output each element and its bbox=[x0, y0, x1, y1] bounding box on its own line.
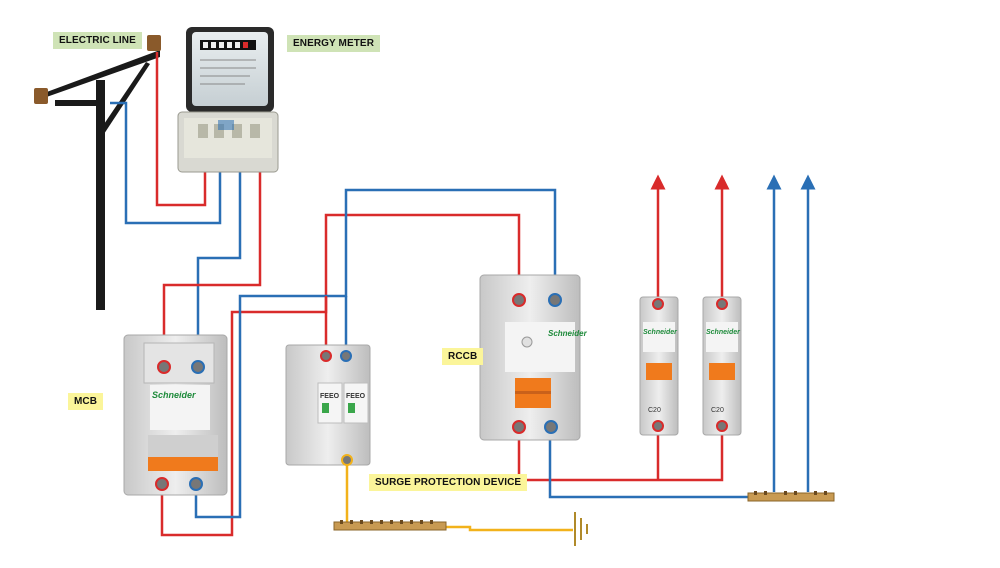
rccb-brand-label: Schneider bbox=[548, 329, 588, 338]
ground-symbol-icon bbox=[574, 512, 588, 546]
energy-meter-label: ENERGY METER bbox=[287, 35, 381, 52]
spd-status-indicator-1 bbox=[322, 403, 329, 413]
wire-live-mcb-to-rccb bbox=[160, 213, 521, 537]
pole-insulator-right bbox=[147, 35, 161, 51]
rccb-terminal-neutral-out bbox=[544, 420, 558, 434]
breaker-2-toggle-handle bbox=[709, 363, 735, 380]
spd-brand-label-1: FEEO bbox=[320, 393, 340, 400]
branch-breaker-2: Schneider C20 bbox=[702, 296, 742, 436]
electric-pole bbox=[34, 35, 161, 310]
breaker-1-terminal-out bbox=[652, 420, 664, 432]
spd-terminal-neutral bbox=[340, 350, 352, 362]
wire-live-meter-to-mcb bbox=[162, 168, 262, 362]
distribution-wires bbox=[160, 188, 557, 537]
rccb-label: RCCB bbox=[442, 348, 484, 365]
neutral-busbar bbox=[747, 491, 835, 502]
mcb-toggle-handle bbox=[148, 457, 218, 471]
mcb-terminal-neutral-out bbox=[189, 477, 203, 491]
rccb-test-button bbox=[521, 336, 533, 348]
earth-busbar bbox=[333, 520, 447, 531]
breaker-2-rating: C20 bbox=[711, 407, 724, 414]
spd-terminal-earth bbox=[341, 454, 353, 466]
mcb-terminal-live-out bbox=[155, 477, 169, 491]
breaker-1-terminal-in bbox=[652, 298, 664, 310]
branch-breaker-1: Schneider C20 bbox=[639, 296, 679, 436]
mcb-terminal-neutral-in bbox=[191, 360, 205, 374]
wire-earth-to-ground bbox=[440, 525, 573, 532]
breaker-2-terminal-in bbox=[716, 298, 728, 310]
rccb-terminal-live-in bbox=[512, 293, 526, 307]
electric-line-label: ELECTRIC LINE bbox=[53, 32, 142, 49]
breaker-2-brand-label: Schneider bbox=[706, 329, 741, 336]
mcb-label: MCB bbox=[68, 393, 104, 410]
surge-protection-device: FEEO FEEO bbox=[285, 344, 371, 466]
wire-live-pole-to-meter bbox=[155, 52, 207, 207]
mcb-device: Schneider bbox=[123, 334, 228, 496]
spd-brand-label-2: FEEO bbox=[346, 393, 366, 400]
energy-meter bbox=[177, 27, 279, 173]
mcb-terminal-live-in bbox=[157, 360, 171, 374]
breaker-1-toggle-handle bbox=[646, 363, 672, 380]
meter-feed-wires bbox=[110, 52, 262, 362]
rccb-device: Schneider bbox=[479, 274, 588, 441]
wire-neutral-pole-to-meter bbox=[110, 101, 222, 225]
wire-neutral-rccb-to-busbar bbox=[548, 430, 752, 499]
earth-wiring bbox=[345, 460, 588, 546]
rccb-terminal-neutral-in bbox=[548, 293, 562, 307]
spd-terminal-live bbox=[320, 350, 332, 362]
pole-insulator-left bbox=[34, 88, 48, 104]
breaker-2-terminal-out bbox=[716, 420, 728, 432]
breaker-1-rating: C20 bbox=[648, 407, 661, 414]
wire-live-rccb-to-breakers bbox=[517, 428, 724, 482]
surge-protection-device-label: SURGE PROTECTION DEVICE bbox=[369, 474, 528, 491]
rccb-terminal-live-out bbox=[512, 420, 526, 434]
spd-status-indicator-2 bbox=[348, 403, 355, 413]
wire-neutral-meter-to-mcb bbox=[196, 168, 242, 362]
wire-neutral-mcb-to-rccb bbox=[194, 188, 557, 519]
mcb-brand-label: Schneider bbox=[152, 390, 196, 400]
rccb-output-wires bbox=[517, 174, 816, 499]
breaker-1-brand-label: Schneider bbox=[643, 329, 678, 336]
